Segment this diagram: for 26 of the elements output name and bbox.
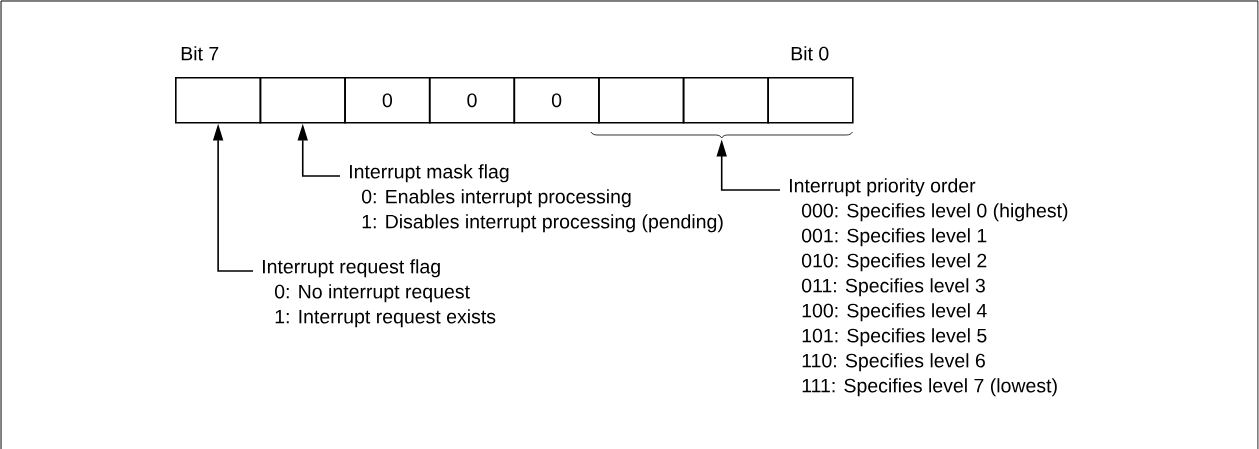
value-description: 011: Specifies level 3 <box>801 278 985 297</box>
value-description: 1: Interrupt request exists <box>275 309 496 328</box>
value-description: 110: Specifies level 6 <box>802 353 985 372</box>
field-name: Interrupt mask flag <box>350 164 509 183</box>
bit-cell: 0 <box>513 77 600 124</box>
bit-cell <box>175 77 262 124</box>
value-description: 0: Enables interrupt processing <box>362 189 631 208</box>
value-description: 0: No interrupt request <box>275 284 470 303</box>
value-description: 100: Specifies level 4 <box>802 303 987 322</box>
field-name: Interrupt priority order <box>790 178 976 197</box>
bracket <box>590 131 853 139</box>
bit-cell <box>682 77 769 124</box>
value-description: 000: Specifies level 0 (highest) <box>801 203 1068 222</box>
value-description: 101: Specifies level 5 <box>802 328 987 347</box>
bit-cell <box>259 77 346 124</box>
field-name: Interrupt request flag <box>263 259 440 278</box>
value-description: 010: Specifies level 2 <box>801 253 987 272</box>
bit-label: Bit 7 <box>181 46 219 61</box>
bit-cell: 0 <box>428 77 516 124</box>
value-description: 1: Disables interrupt processing (pending) <box>362 214 723 233</box>
value-description: 111: Specifies level 7 (lowest) <box>802 378 1057 397</box>
bit-cell: 0 <box>344 77 431 124</box>
value-description: 001: Specifies level 1 <box>801 228 987 247</box>
bit-label: Bit 0 <box>791 46 829 61</box>
bit-cell <box>598 77 685 124</box>
bit-cell <box>767 77 854 124</box>
